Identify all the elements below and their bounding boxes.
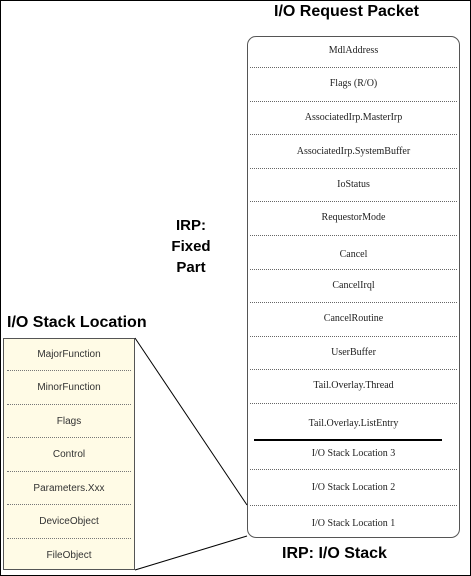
irp-field-cancelirql: CancelIrql xyxy=(332,280,375,291)
stack-field-deviceobject: DeviceObject xyxy=(39,516,99,527)
irp-divider xyxy=(250,134,457,135)
irp-field-mdladdress: MdlAddress xyxy=(328,45,379,56)
irp-field-cancelroutine: CancelRoutine xyxy=(323,313,384,324)
irp-fixed-part-label: IRP: Fixed Part xyxy=(163,215,219,278)
irp-field-tail-thread: Tail.Overlay.Thread xyxy=(313,380,394,391)
stack-field-minorfunction: MinorFunction xyxy=(37,382,101,393)
irp-divider xyxy=(250,168,457,169)
fixed-part-line-2: Fixed xyxy=(171,238,211,255)
stack-location-title: I/O Stack Location xyxy=(7,314,147,331)
irp-stack-location-3: I/O Stack Location 3 xyxy=(311,448,396,459)
stack-divider xyxy=(7,538,131,539)
irp-divider xyxy=(250,67,457,68)
stack-divider xyxy=(7,504,131,505)
irp-field-systembuffer: AssociatedIrp.SystemBuffer xyxy=(296,146,411,157)
stack-field-parameters: Parameters.Xxx xyxy=(33,483,105,494)
irp-divider xyxy=(250,369,457,370)
stack-divider xyxy=(7,404,131,405)
irp-divider xyxy=(250,505,457,506)
fixed-part-line-1: IRP: xyxy=(176,217,206,234)
irp-field-tail-listentry: Tail.Overlay.ListEntry xyxy=(308,418,399,429)
irp-divider xyxy=(250,101,457,102)
stack-location-box: MajorFunction MinorFunction Flags Contro… xyxy=(3,338,135,570)
stack-field-flags: Flags xyxy=(56,416,82,427)
stack-divider xyxy=(7,437,131,438)
stack-field-fileobject: FileObject xyxy=(46,550,92,561)
irp-divider xyxy=(250,201,457,202)
irp-packet-box: MdlAddress Flags (R/O) AssociatedIrp.Mas… xyxy=(247,36,460,538)
irp-divider xyxy=(250,336,457,337)
fixed-part-line-3: Part xyxy=(176,259,206,276)
irp-divider xyxy=(250,269,457,270)
stack-divider xyxy=(7,471,131,472)
irp-field-masterirp: AssociatedIrp.MasterIrp xyxy=(304,112,403,123)
irp-field-flags: Flags (R/O) xyxy=(329,78,378,89)
irp-divider xyxy=(250,403,457,404)
irp-packet-title: I/O Request Packet xyxy=(274,3,419,20)
irp-divider xyxy=(250,235,457,236)
irp-stack-title: IRP: I/O Stack xyxy=(282,545,387,562)
stack-field-majorfunction: MajorFunction xyxy=(37,349,101,360)
irp-field-cancel: Cancel xyxy=(339,249,368,260)
irp-field-userbuffer: UserBuffer xyxy=(331,347,376,358)
stack-field-control: Control xyxy=(52,449,86,460)
irp-divider xyxy=(250,469,457,470)
irp-divider xyxy=(250,302,457,303)
irp-field-iostatus: IoStatus xyxy=(337,179,370,190)
irp-field-requestormode: RequestorMode xyxy=(321,212,386,223)
irp-stack-location-2: I/O Stack Location 2 xyxy=(311,482,396,493)
stack-divider xyxy=(7,370,131,371)
irp-stack-location-1: I/O Stack Location 1 xyxy=(311,518,396,529)
fixed-part-stack-separator xyxy=(254,439,442,441)
